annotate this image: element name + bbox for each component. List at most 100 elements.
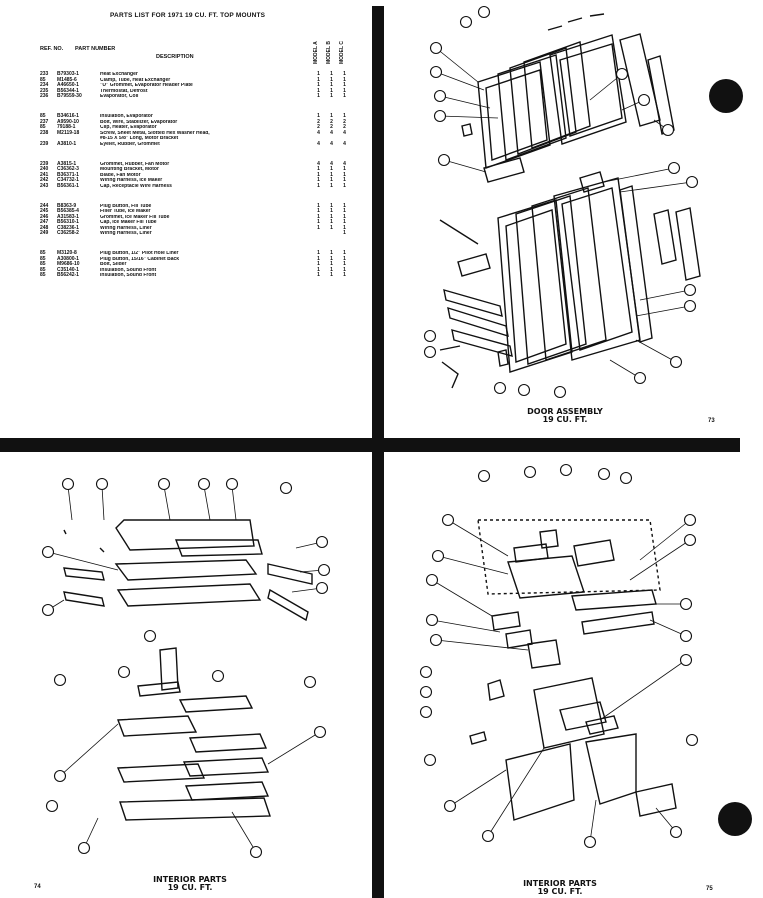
part-number: A9590-10 — [57, 118, 79, 125]
description: Mounting Bracket, Motor — [100, 167, 159, 173]
description: "U" Grommet, Evaporator Header Plate — [100, 83, 193, 89]
qty-model-b: 1 — [330, 208, 333, 215]
qty-model-b: 1 — [330, 112, 333, 119]
part-number: M3120-8 — [57, 250, 77, 257]
vertical-divider — [372, 6, 384, 898]
qty-model-a: 1 — [317, 177, 320, 184]
qty-model-a: 1 — [317, 202, 320, 209]
description-header: DESCRIPTION — [156, 54, 194, 60]
qty-model-c: 1 — [343, 261, 346, 268]
interior-right-caption-line2: 19 CU. FT. — [537, 887, 583, 896]
description: Bolt, Slider — [100, 262, 127, 268]
qty-model-a: 1 — [317, 82, 320, 89]
binder-hole-top — [709, 79, 743, 113]
description: Blade, Fan Motor — [100, 172, 141, 178]
description: Insulation, Sound Front — [100, 273, 157, 279]
qty-model-b: 4 — [330, 140, 333, 147]
description: Plug Button, Fill Tube — [100, 203, 152, 209]
ref-number: 245 — [40, 208, 49, 215]
description: Eyelet, Rubber, Grommet — [100, 141, 160, 147]
qty-model-c: 4 — [343, 160, 346, 167]
interior-left-caption-line2: 19 CU. FT. — [167, 883, 213, 892]
ref-number: 233 — [40, 71, 49, 77]
part-number: B79303-1 — [57, 71, 79, 77]
part-number: M1485-6 — [57, 76, 77, 83]
qty-model-b: 1 — [330, 177, 333, 184]
qty-model-a: 4 — [317, 160, 320, 167]
qty-model-c: 1 — [343, 166, 346, 173]
part-number: C36362-3 — [57, 166, 79, 173]
description: Wiring Harness, Liner — [100, 225, 152, 231]
qty-model-a: 1 — [317, 93, 320, 100]
ref-number: 85 — [40, 250, 46, 257]
interior-right-caption: INTERIOR PARTS 19 CU. FT. — [510, 880, 610, 896]
qty-model-b: 1 — [330, 202, 333, 209]
part-number: A30800-1 — [57, 255, 79, 262]
horizontal-divider — [0, 438, 740, 452]
ref-number: 85 — [40, 261, 46, 268]
qty-model-c: 1 — [343, 255, 346, 262]
description: Cap, Receptacle Wire Harness — [100, 183, 172, 189]
door-caption-line1: DOOR ASSEMBLY — [527, 407, 603, 416]
qty-model-b: 1 — [330, 213, 333, 220]
interior-left-caption: INTERIOR PARTS 19 CU. FT. — [140, 876, 240, 892]
qty-model-c: 1 — [343, 182, 346, 189]
qty-model-b: 1 — [330, 272, 333, 279]
qty-model-a: 1 — [317, 182, 320, 189]
qty-model-b: 2 — [330, 118, 333, 125]
qty-model-c: 1 — [343, 171, 346, 178]
interior-left-caption-line1: INTERIOR PARTS — [153, 875, 227, 884]
qty-model-a: 2 — [317, 118, 320, 125]
qty-model-b: 1 — [330, 250, 333, 257]
qty-model-c: 1 — [343, 93, 346, 100]
description: Wiring Harness, Ice Maker — [100, 178, 163, 184]
interior-shelves-diagram — [63, 519, 313, 821]
qty-model-a: 1 — [317, 87, 320, 94]
part-number: B56310-1 — [57, 219, 79, 226]
ref-number: 235 — [40, 87, 49, 94]
qty-model-b: 1 — [330, 224, 333, 231]
ref-number: 239 — [40, 140, 49, 147]
ref-number: 242 — [40, 177, 49, 184]
parts-list-title: PARTS LIST FOR 1971 19 CU. FT. TOP MOUNT… — [110, 12, 266, 19]
qty-model-c: 2 — [343, 124, 346, 131]
qty-model-a: 2 — [317, 124, 320, 131]
qty-model-a: 1 — [317, 71, 320, 77]
ref-number: 85 — [40, 112, 46, 119]
qty-model-c: 1 — [343, 87, 346, 94]
ref-number: 238 — [40, 129, 49, 136]
ref-number: 85 — [40, 124, 46, 131]
qty-model-a: 1 — [317, 266, 320, 273]
part-number: A31583-1 — [57, 213, 79, 220]
description: Evaporator, Coil — [100, 94, 139, 100]
part-number: A3810-1 — [57, 140, 77, 147]
qty-model-c: 1 — [343, 76, 346, 83]
qty-model-a: 1 — [317, 255, 320, 262]
qty-model-b: 2 — [330, 124, 333, 131]
description: Insulation, Sound Front — [100, 267, 157, 273]
qty-model-a: 4 — [317, 140, 320, 147]
part-number: B79559-30 — [57, 93, 82, 100]
ref-number: 85 — [40, 255, 46, 262]
description: Thermostat, Defrost — [100, 88, 148, 94]
